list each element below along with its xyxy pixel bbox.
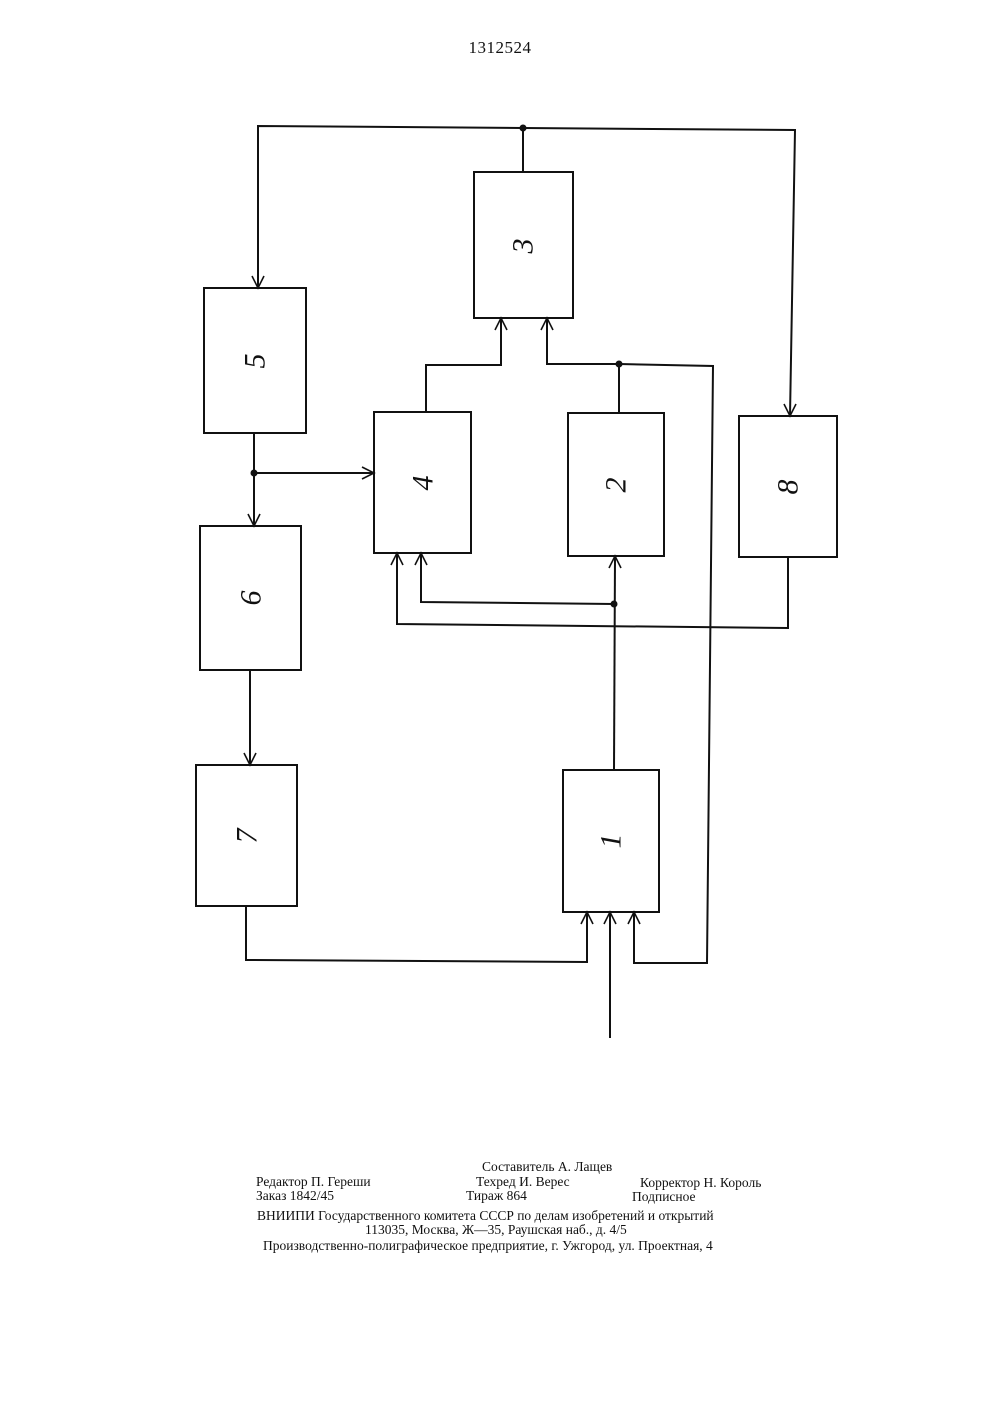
wire-7-to-1 (246, 906, 587, 962)
imprint-address: 113035, Москва, Ж—35, Раушская наб., д. … (365, 1223, 627, 1237)
block-7-label: 7 (231, 827, 264, 844)
wire-4-to-3 (426, 318, 501, 412)
block-3-label: 3 (507, 239, 540, 255)
imprint-circulation: Тираж 864 (466, 1189, 527, 1203)
junction-2-out (616, 361, 623, 368)
wire-2-to-3 (547, 318, 619, 413)
block-6-label: 6 (235, 591, 268, 606)
imprint-techred: Техред И. Верес (476, 1175, 570, 1189)
junction-1-out (611, 601, 618, 608)
block-4-label: 4 (407, 476, 440, 491)
imprint-subscription: Подписное (632, 1190, 696, 1204)
imprint-institute: ВНИИПИ Государственного комитета СССР по… (257, 1209, 714, 1223)
wire-1-to-2 (614, 556, 615, 770)
wire-8-to-4 (397, 553, 788, 628)
block-2-label: 2 (600, 478, 633, 493)
imprint-compiler: Составитель А. Лащев (482, 1160, 612, 1174)
imprint-editor: Редактор П. Гереши (256, 1175, 371, 1189)
junction-top (520, 125, 527, 132)
imprint-order: Заказ 1842/45 (256, 1189, 334, 1203)
junction-5-out (251, 470, 258, 477)
block-1-label: 1 (595, 834, 628, 849)
imprint-corrector: Корректор Н. Король (640, 1176, 761, 1190)
wire-1-to-4 (421, 553, 614, 604)
block-8-label: 8 (772, 480, 805, 495)
imprint-printer: Производственно-полиграфическое предприя… (263, 1239, 713, 1253)
block-5-label: 5 (239, 354, 272, 369)
